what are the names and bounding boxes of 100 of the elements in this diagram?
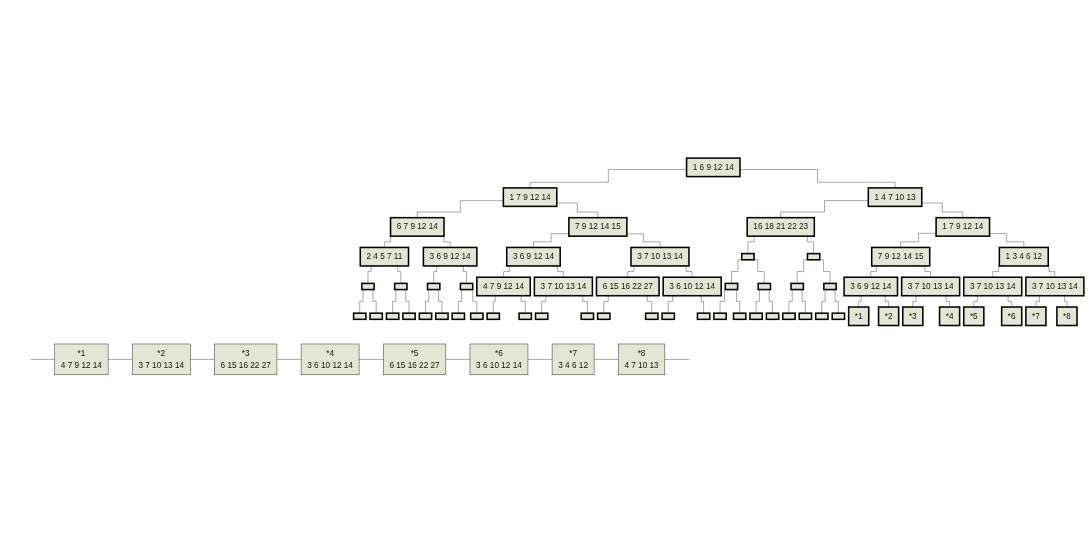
node-box bbox=[847, 306, 870, 327]
node-box bbox=[361, 282, 375, 291]
node-box bbox=[935, 216, 991, 237]
node-box bbox=[867, 187, 923, 208]
node-box bbox=[724, 282, 739, 291]
connector bbox=[529, 169, 687, 189]
node-box bbox=[806, 252, 821, 261]
node-box bbox=[418, 312, 433, 321]
connector bbox=[921, 202, 964, 218]
node-box bbox=[661, 312, 676, 321]
connector bbox=[858, 295, 864, 308]
node-box bbox=[214, 343, 278, 375]
connector bbox=[358, 359, 384, 360]
node-box bbox=[476, 276, 532, 297]
node-box bbox=[534, 312, 549, 321]
node-box bbox=[1025, 306, 1047, 327]
connector bbox=[798, 289, 806, 314]
node-box bbox=[843, 276, 899, 297]
node-box bbox=[389, 216, 445, 237]
connector bbox=[369, 289, 377, 314]
node-box bbox=[132, 343, 191, 375]
node-box bbox=[434, 312, 449, 321]
connector bbox=[989, 233, 1025, 248]
connector bbox=[402, 289, 410, 314]
connector bbox=[626, 233, 661, 248]
node-box bbox=[823, 282, 837, 291]
node-box bbox=[798, 312, 813, 321]
connector bbox=[556, 202, 599, 218]
node-box bbox=[580, 312, 595, 321]
node-box bbox=[502, 187, 558, 208]
connector bbox=[788, 289, 796, 314]
node-box bbox=[998, 246, 1049, 267]
node-box bbox=[518, 312, 533, 321]
connector bbox=[664, 359, 690, 360]
connector bbox=[900, 233, 937, 248]
connector bbox=[527, 359, 553, 360]
node-box bbox=[1025, 276, 1085, 297]
node-box bbox=[300, 343, 360, 375]
node-box bbox=[533, 276, 594, 297]
connector bbox=[190, 359, 215, 360]
node-box bbox=[369, 312, 384, 321]
node-box bbox=[618, 343, 666, 375]
node-box bbox=[644, 312, 659, 321]
node-box bbox=[740, 252, 755, 261]
node-box bbox=[422, 246, 478, 267]
node-box bbox=[746, 216, 816, 237]
node-box bbox=[662, 276, 722, 297]
node-box bbox=[359, 246, 410, 267]
node-box bbox=[902, 306, 924, 327]
connector bbox=[821, 289, 829, 314]
node-box bbox=[383, 343, 447, 375]
node-box bbox=[962, 276, 1023, 297]
connector bbox=[1062, 295, 1068, 308]
connector bbox=[435, 289, 443, 314]
node-box bbox=[385, 312, 400, 321]
node-box bbox=[595, 276, 660, 297]
node-box bbox=[790, 282, 805, 291]
connector bbox=[107, 359, 133, 360]
connector bbox=[445, 359, 471, 360]
node-box bbox=[1000, 306, 1023, 327]
node-box bbox=[765, 312, 780, 321]
node-box bbox=[54, 343, 109, 375]
node-box bbox=[426, 282, 441, 291]
node-box bbox=[938, 306, 961, 327]
node-box bbox=[732, 312, 747, 321]
connector bbox=[493, 295, 498, 314]
connector bbox=[276, 359, 302, 360]
node-box bbox=[749, 312, 764, 321]
node-box bbox=[630, 246, 690, 267]
node-box bbox=[551, 343, 595, 375]
node-box bbox=[814, 312, 829, 321]
node-box bbox=[962, 306, 985, 327]
connector bbox=[417, 200, 504, 218]
node-box bbox=[505, 246, 561, 267]
node-box bbox=[451, 312, 466, 321]
node-box bbox=[713, 312, 727, 321]
connector bbox=[30, 359, 55, 360]
connector bbox=[359, 289, 367, 314]
node-box bbox=[757, 282, 772, 291]
node-box bbox=[900, 276, 961, 297]
node-box bbox=[486, 312, 501, 321]
node-box bbox=[469, 343, 529, 375]
node-box bbox=[685, 157, 741, 178]
connector bbox=[780, 200, 869, 218]
connector bbox=[755, 289, 763, 314]
node-box bbox=[402, 312, 416, 321]
node-box bbox=[877, 306, 900, 327]
node-box bbox=[469, 312, 484, 321]
node-box bbox=[596, 312, 611, 321]
connector bbox=[392, 289, 400, 314]
node-box bbox=[696, 312, 711, 321]
node-box bbox=[870, 246, 931, 267]
node-box bbox=[1056, 306, 1078, 327]
connector bbox=[593, 359, 619, 360]
node-box bbox=[782, 312, 796, 321]
node-box bbox=[831, 312, 846, 321]
tree-diagram: *1 4 7 9 12 14 *2 3 7 10 13 14 *3 6 15 16 22 27 *4 3 6 10 12 14 *5 6 15 16 22 27 *6 3 6 10 12 14 *7 3 4 6 12 *8 4 7 10 13 1 6 9 12 14 1 7 9 12 14 1 4 7 10 13 6 7 9 12 14 7 9 12 14 15 16 18 21 22 23 1 7 9 12 14 2 4 5 7 11 3 6 9 12 14 3 6 9 12 14 3 7 10 13 14 7 9 12 14 15 1 3 4 6 12 4 7 9 12 14 3 7 10 13 14 6 15 16 22 27 3 6 10 12 14 3 6 9 12 14 3 7 10 13 14 3 7 10 13 14 3 7 10 13 14 *1 *2 *3 *4 *5 *6 *7 *8 bbox=[2, 153, 1088, 387]
connector bbox=[699, 295, 704, 314]
node-box bbox=[459, 282, 474, 291]
node-box bbox=[352, 312, 367, 321]
